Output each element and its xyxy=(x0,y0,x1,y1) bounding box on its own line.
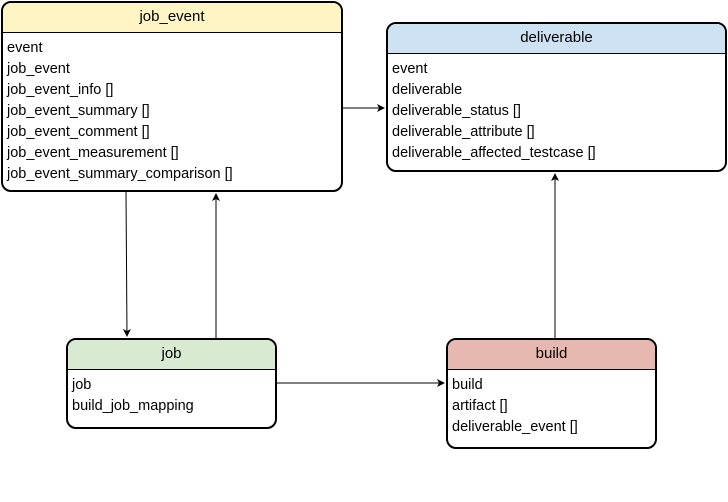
entity-field: build_job_mapping xyxy=(72,398,194,414)
entity-build[interactable]: build build artifact [] deliverable_even… xyxy=(446,338,657,449)
entity-field: event xyxy=(392,61,428,77)
entity-field: event xyxy=(7,40,43,56)
entity-body-job-event: event job_event job_event_info [] job_ev… xyxy=(3,33,341,185)
entity-job-event[interactable]: job_event event job_event job_event_info… xyxy=(1,1,343,192)
entity-field: job_event_summary_comparison [] xyxy=(7,166,233,182)
entity-field: build xyxy=(452,377,483,393)
entity-field: deliverable xyxy=(392,82,463,98)
entity-header-build: build xyxy=(448,340,655,370)
entity-body-build: build artifact [] deliverable_event [] xyxy=(448,370,655,438)
entity-field: job xyxy=(72,377,92,393)
edge-job-event-to-job xyxy=(122,191,131,337)
entity-job[interactable]: job job build_job_mapping xyxy=(66,338,277,429)
entity-field: deliverable_attribute [] xyxy=(392,124,535,140)
entity-field: job_event_summary [] xyxy=(7,103,150,119)
entity-field: deliverable_affected_testcase [] xyxy=(392,145,596,161)
entity-header-job: job xyxy=(68,340,275,370)
entity-field: deliverable_event [] xyxy=(452,419,578,435)
entity-field: artifact [] xyxy=(452,398,508,414)
entity-field: job_event_measurement [] xyxy=(7,145,179,161)
entity-field: deliverable_status [] xyxy=(392,103,521,119)
entity-body-deliverable: event deliverable deliverable_status [] … xyxy=(388,54,725,164)
entity-field: job_event xyxy=(7,61,70,77)
entity-body-job: job build_job_mapping xyxy=(68,370,275,417)
entity-field: job_event_info [] xyxy=(7,82,114,98)
entity-header-job-event: job_event xyxy=(3,3,341,33)
entity-field: job_event_comment [] xyxy=(7,124,150,140)
entity-header-deliverable: deliverable xyxy=(388,24,725,54)
entity-deliverable[interactable]: deliverable event deliverable deliverabl… xyxy=(386,22,727,172)
